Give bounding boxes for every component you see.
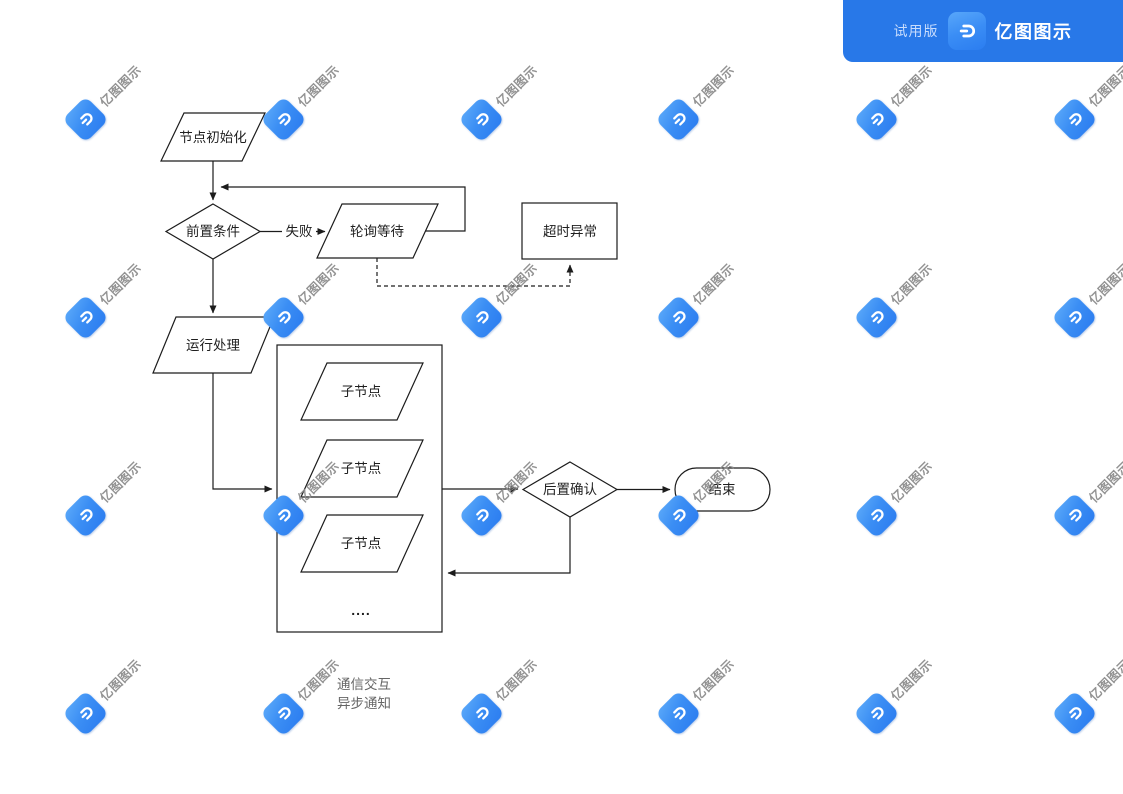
node-child-3[interactable]: [300, 514, 424, 573]
node-timeout-exception-label: 超时异常: [543, 224, 597, 239]
node-post-confirm[interactable]: [521, 461, 619, 518]
trial-banner[interactable]: 试用版 亿图图示: [843, 0, 1123, 62]
legend-communication-label: 通信交互: [337, 676, 391, 692]
node-poll-wait-label: 轮询等待: [350, 223, 404, 239]
node-child-1-label: 子节点: [341, 384, 382, 399]
node-init[interactable]: [160, 112, 266, 162]
node-precondition[interactable]: [164, 203, 262, 260]
connector-poll-loopback[interactable]: [220, 183, 466, 232]
node-run-process-label: 运行处理: [186, 338, 240, 353]
node-precondition-label: 前置条件: [186, 223, 240, 239]
connector-poll-to-timeout-async[interactable]: [376, 258, 574, 287]
edraw-glyph: [959, 24, 975, 38]
node-child-2-label: 子节点: [341, 461, 382, 476]
edraw-logo-icon: [947, 12, 986, 50]
node-child-2[interactable]: [300, 439, 424, 498]
node-post-confirm-label: 后置确认: [543, 482, 597, 497]
edge-label-fail-bg: [282, 221, 316, 242]
node-init-label: 节点初始化: [179, 129, 247, 145]
node-more-dots: ....: [351, 602, 371, 618]
legend-async-label: 异步通知: [337, 695, 391, 711]
node-run-process[interactable]: [152, 316, 275, 374]
trial-badge: 试用版: [893, 23, 939, 39]
node-end-label: 结束: [709, 482, 737, 497]
edge-label-fail: 失败: [286, 224, 313, 239]
node-child-3-label: 子节点: [341, 536, 382, 551]
node-poll-wait[interactable]: [316, 203, 439, 259]
node-timeout-exception[interactable]: [521, 202, 618, 260]
node-child-1[interactable]: [300, 362, 424, 421]
connector-run-to-container[interactable]: [212, 373, 273, 493]
brand-name: 亿图图示: [994, 22, 1073, 42]
connector-confirm-loopback-to-container[interactable]: [447, 517, 571, 577]
